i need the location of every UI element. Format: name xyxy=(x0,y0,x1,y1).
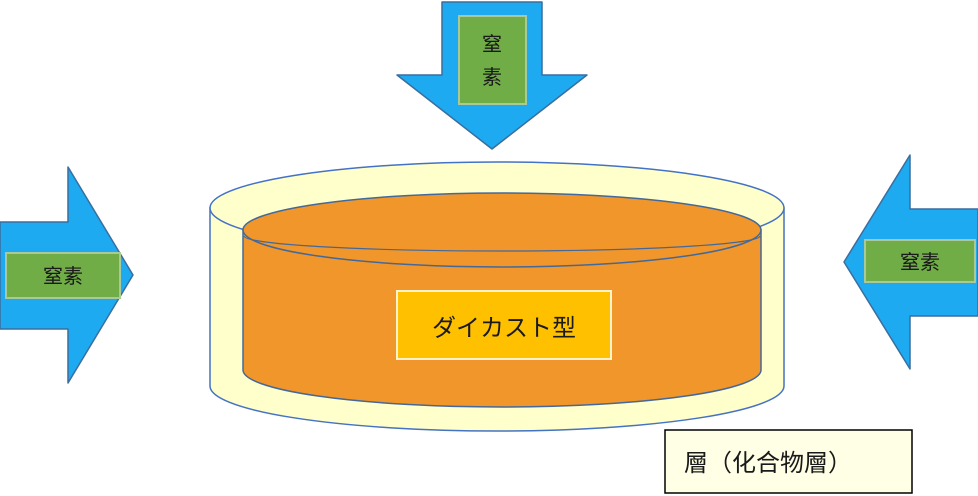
inner-mold-rim xyxy=(243,235,761,252)
inner-mold-top xyxy=(242,192,762,268)
arrow-right-label: 窒素 xyxy=(900,250,940,274)
layer-label-box: 層（化合物層） xyxy=(664,429,913,494)
layer-label-rect xyxy=(664,429,913,494)
arrow-left-label: 窒素 xyxy=(43,264,83,288)
mold-label-box: ダイカスト型 xyxy=(396,290,612,360)
arrow-right-label-box xyxy=(864,239,976,283)
arrow-right: 窒素 xyxy=(843,154,978,370)
arrow-left: 窒素 xyxy=(0,166,134,384)
arrow-top-label-line2: 素 xyxy=(482,65,502,89)
arrow-left-label-box xyxy=(5,252,121,299)
arrow-top-label-box xyxy=(458,15,527,105)
arrow-top: 窒 素 xyxy=(396,1,588,150)
mold-label: ダイカスト型 xyxy=(432,314,576,342)
arrow-top-label-line1: 窒 xyxy=(482,32,502,56)
mold-label-rect xyxy=(396,290,612,360)
layer-label: 層（化合物層） xyxy=(684,449,852,477)
